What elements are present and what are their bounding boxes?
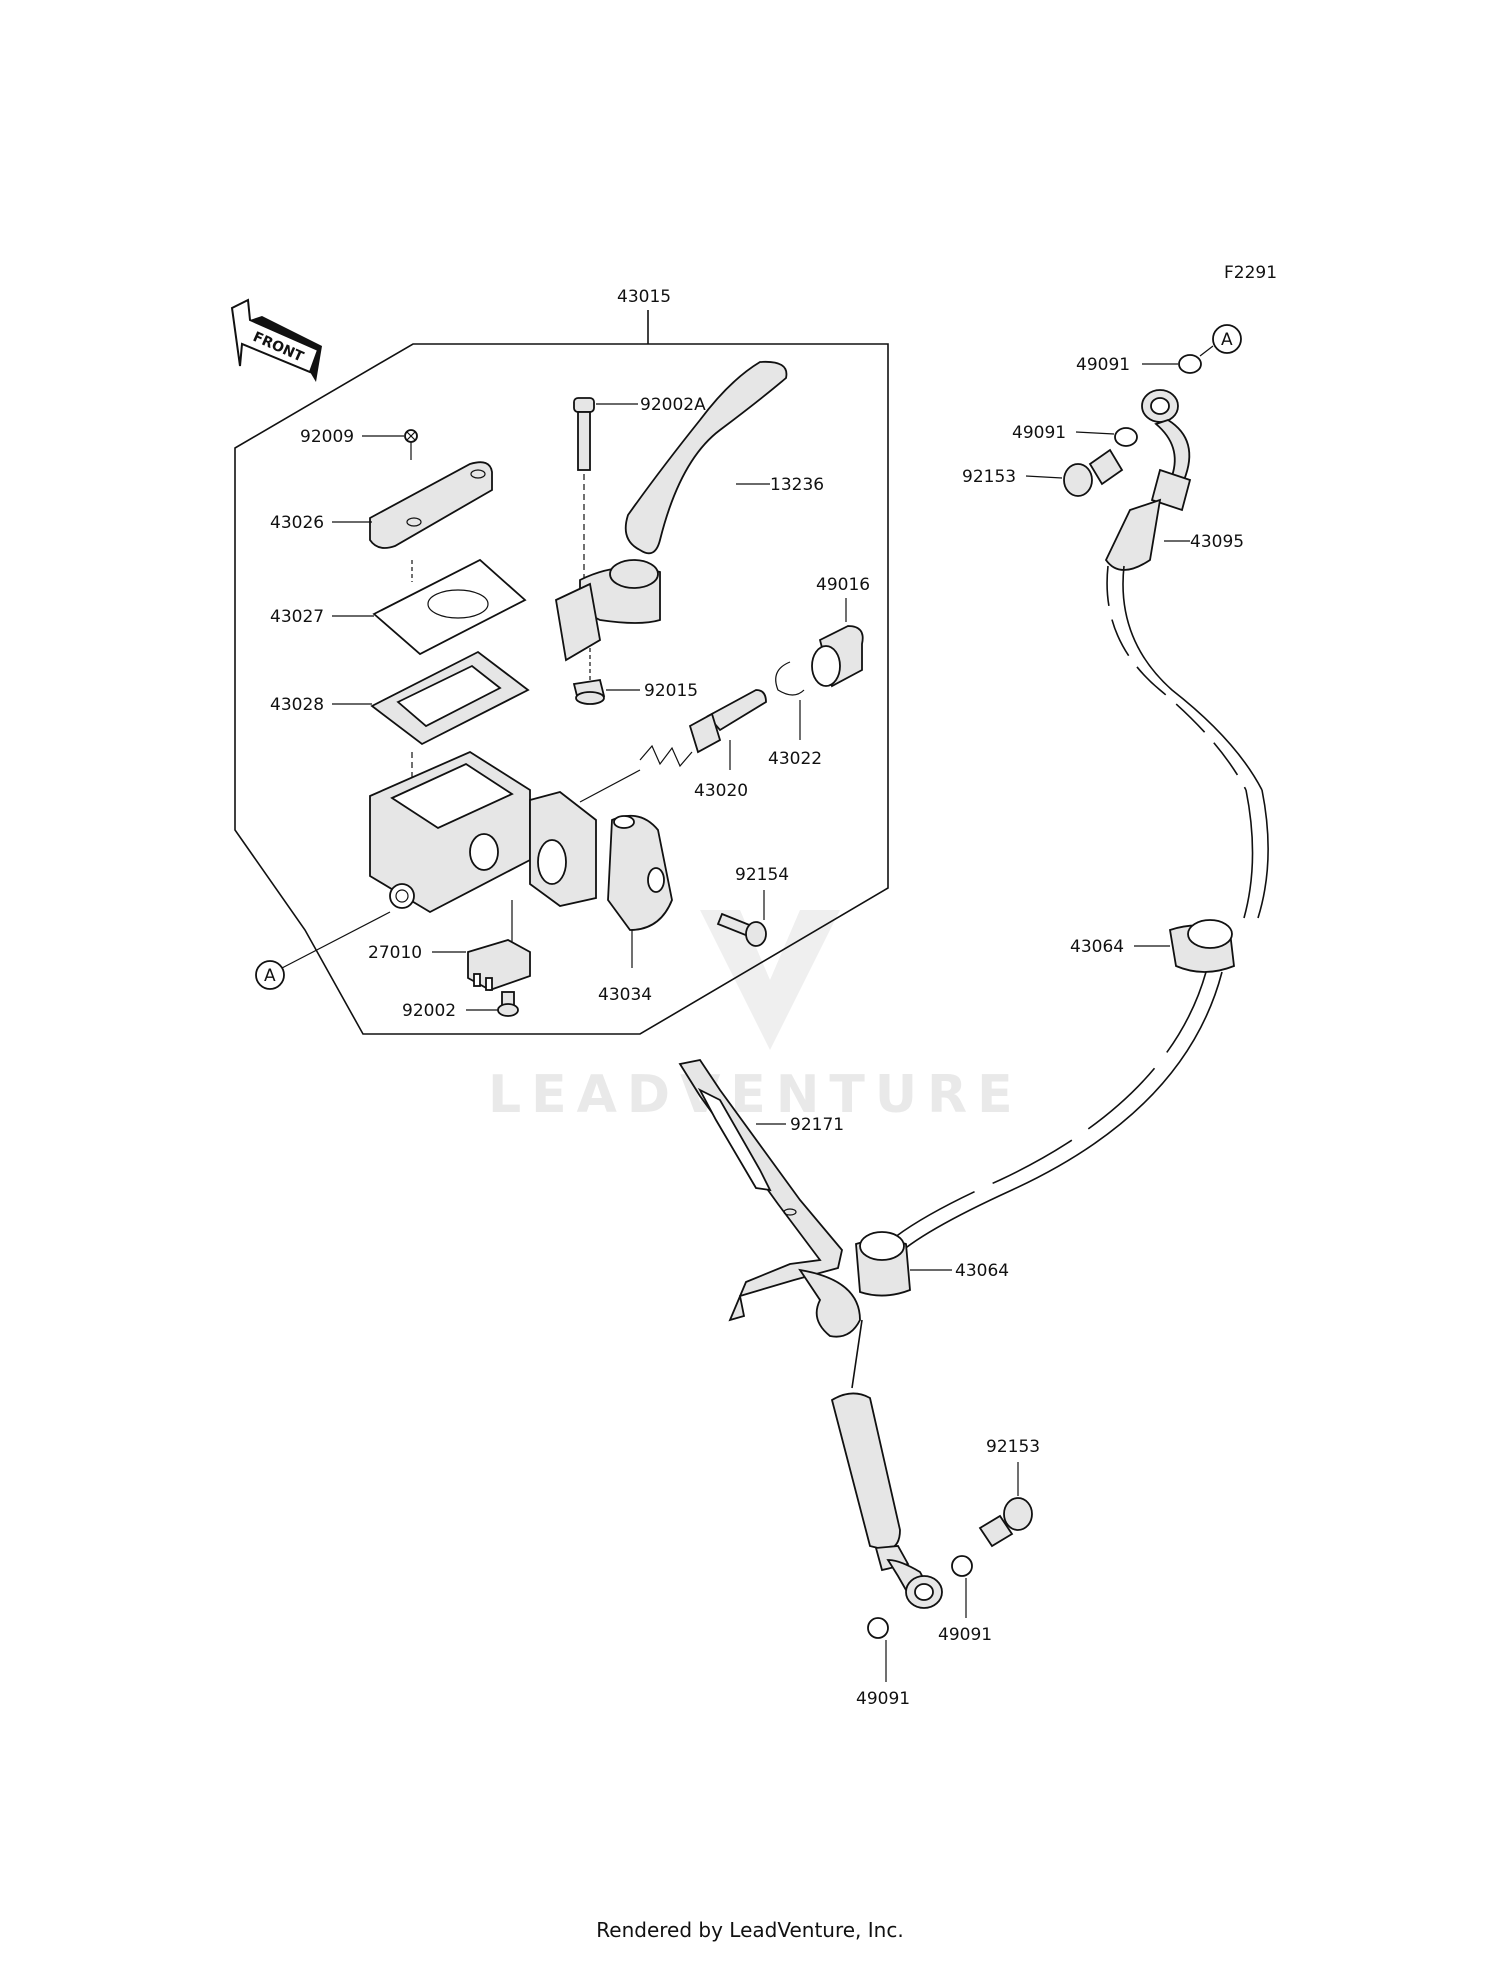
label-43026: 43026 bbox=[270, 513, 324, 533]
label-92002: 92002 bbox=[402, 1001, 456, 1021]
assembly-outline bbox=[234, 343, 889, 1035]
label-43095: 43095 bbox=[1190, 532, 1244, 552]
label-43064-b: 43064 bbox=[955, 1261, 1009, 1281]
cap-43026 bbox=[332, 461, 493, 549]
label-43020: 43020 bbox=[694, 781, 748, 801]
washer-49091-d bbox=[867, 1617, 889, 1639]
banjo-bolt-92153-a bbox=[1025, 448, 1124, 497]
bracket-92171 bbox=[678, 1058, 861, 1338]
ref-marker-a-right-label: A bbox=[1221, 330, 1233, 350]
watermark: LEADVENTURE bbox=[488, 910, 1023, 1125]
diaphragm-43028 bbox=[332, 650, 530, 746]
washer-49091-b bbox=[1114, 427, 1138, 447]
ref-marker-a-left bbox=[255, 960, 285, 990]
ref-marker-a-right bbox=[1212, 324, 1242, 354]
nut-92015 bbox=[572, 648, 640, 705]
label-43064-a: 43064 bbox=[1070, 937, 1124, 957]
circlip-43022 bbox=[775, 661, 805, 740]
lever-13236 bbox=[555, 360, 788, 662]
washer-49091-a bbox=[1178, 354, 1202, 374]
label-92009: 92009 bbox=[300, 427, 354, 447]
footer-credit: Rendered by LeadVenture, Inc. bbox=[596, 1918, 904, 1942]
label-43028: 43028 bbox=[270, 695, 324, 715]
front-arrow-icon: FRONT bbox=[230, 298, 322, 382]
label-92153-b: 92153 bbox=[986, 1437, 1040, 1457]
ref-marker-a-left-label: A bbox=[264, 966, 276, 986]
watermark-text: LEADVENTURE bbox=[488, 1065, 1023, 1125]
label-49091-a: 49091 bbox=[1076, 355, 1130, 375]
label-92154: 92154 bbox=[735, 865, 789, 885]
label-92002A: 92002A bbox=[640, 395, 706, 415]
hose-lower bbox=[830, 1319, 943, 1609]
plate-43027 bbox=[332, 558, 527, 656]
bolt-92154 bbox=[716, 890, 767, 947]
label-43027: 43027 bbox=[270, 607, 324, 627]
banjo-bolt-92153-b bbox=[978, 1462, 1033, 1548]
pin-92002A bbox=[573, 397, 638, 580]
grommet-43064-b bbox=[855, 1231, 952, 1297]
label-13236: 13236 bbox=[770, 475, 824, 495]
label-92015: 92015 bbox=[644, 681, 698, 701]
label-92153-a: 92153 bbox=[962, 467, 1016, 487]
label-49091-c: 49091 bbox=[938, 1625, 992, 1645]
figure-code: F2291 bbox=[1224, 263, 1277, 283]
boot-49016 bbox=[811, 598, 864, 688]
label-49091-b: 49091 bbox=[1012, 423, 1066, 443]
label-43015: 43015 bbox=[617, 287, 671, 307]
label-49091-d: 49091 bbox=[856, 1689, 910, 1709]
hose-43095 bbox=[1104, 389, 1192, 571]
clamp-43034 bbox=[607, 814, 673, 968]
label-49016: 49016 bbox=[816, 575, 870, 595]
screw-92002 bbox=[466, 991, 519, 1017]
washer-49091-c bbox=[951, 1555, 973, 1577]
label-92171: 92171 bbox=[790, 1115, 844, 1135]
label-43034: 43034 bbox=[598, 985, 652, 1005]
label-27010: 27010 bbox=[368, 943, 422, 963]
switch-27010 bbox=[432, 900, 531, 991]
screw-92009 bbox=[362, 429, 418, 460]
master-cylinder-body bbox=[369, 750, 597, 914]
label-43022: 43022 bbox=[768, 749, 822, 769]
piston-43020 bbox=[579, 689, 767, 803]
grommet-43064-a bbox=[1134, 919, 1235, 973]
